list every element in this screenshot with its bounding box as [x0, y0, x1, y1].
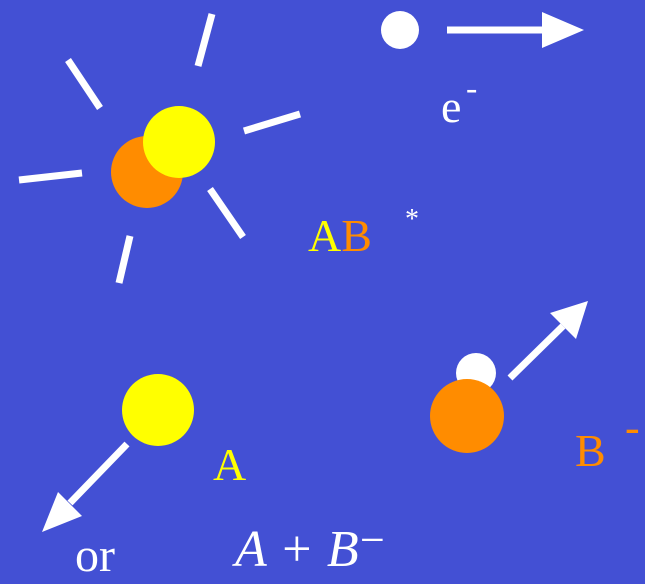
or-label: or	[75, 532, 115, 580]
fragment-atom-a	[122, 374, 194, 446]
fragment-a-arrow-shaft	[70, 444, 127, 503]
excited-molecule-b-letter: B	[341, 210, 372, 261]
product-equation: A + B⁻	[235, 524, 386, 576]
electron-charge-label: -	[466, 72, 477, 106]
ray-lower-right	[210, 189, 243, 237]
excited-molecule-a-letter: A	[308, 210, 341, 261]
excited-star-label: *	[405, 206, 419, 234]
ray-bottom	[119, 236, 130, 283]
fragment-b-label: B	[575, 428, 606, 474]
ray-left	[19, 173, 82, 180]
excited-atom-a	[143, 106, 215, 178]
electron-label: e	[441, 84, 461, 130]
electron-dot	[381, 11, 419, 49]
ray-right	[244, 114, 300, 131]
excited-molecule-label: AB	[308, 213, 372, 259]
fragment-atom-b	[430, 379, 504, 453]
fragment-b-charge-label: -	[625, 406, 640, 450]
fragment-b-arrow-shaft	[510, 326, 563, 378]
ray-upper-left	[68, 60, 100, 108]
ray-top	[198, 14, 212, 66]
electron-arrow-head	[542, 12, 584, 48]
fragment-a-label: A	[213, 442, 246, 488]
